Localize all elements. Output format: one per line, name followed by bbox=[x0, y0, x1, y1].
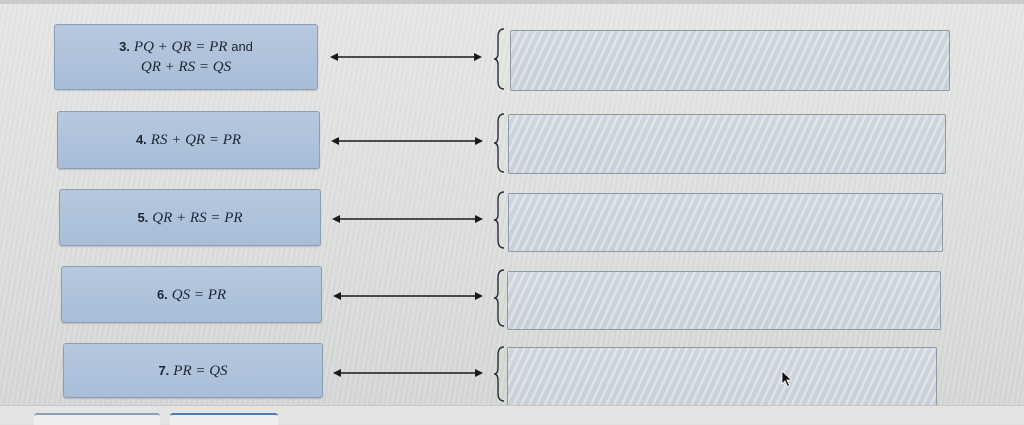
statement-7-equation: PR = QS bbox=[173, 362, 228, 379]
statement-4-number: 4. bbox=[135, 132, 147, 147]
statement-5-line: 5.QR + RS = PR bbox=[137, 208, 242, 228]
statement-card-4[interactable]: 4.RS + QR = PR bbox=[57, 111, 320, 169]
bottom-tab-left[interactable] bbox=[34, 413, 160, 425]
double-arrow-icon bbox=[332, 215, 483, 223]
statement-card-6[interactable]: 6.QS = PR bbox=[61, 266, 322, 323]
statement-7-line: 7.PR = QS bbox=[158, 361, 227, 381]
double-arrow-icon bbox=[331, 137, 483, 145]
statement-6-number: 6. bbox=[156, 286, 168, 302]
statement-card-5[interactable]: 5.QR + RS = PR bbox=[59, 189, 321, 246]
connector-arrow-6 bbox=[333, 289, 483, 303]
curly-bracket-icon bbox=[493, 191, 505, 249]
double-arrow-icon bbox=[330, 53, 482, 61]
statement-4-equation: RS + QR = PR bbox=[150, 132, 242, 148]
statement-3-equation-1: PQ + QR = PR bbox=[133, 39, 228, 55]
reason-drop-zone-6[interactable] bbox=[507, 271, 941, 330]
reason-drop-zone-5[interactable] bbox=[508, 193, 943, 252]
reason-drop-zone-7[interactable] bbox=[507, 347, 937, 407]
statement-3-line-1: 3.PQ + QR = PR and bbox=[119, 37, 253, 57]
statement-5-number: 5. bbox=[137, 209, 149, 225]
connector-arrow-3 bbox=[330, 50, 482, 64]
connector-arrow-7 bbox=[333, 366, 483, 380]
double-arrow-icon bbox=[333, 292, 483, 300]
curly-bracket-icon bbox=[493, 113, 505, 173]
bottom-tab-right[interactable] bbox=[170, 413, 278, 425]
statement-3-number: 3. bbox=[119, 39, 130, 54]
statement-5-equation: QR + RS = PR bbox=[152, 209, 243, 226]
statement-4-line: 4.RS + QR = PR bbox=[136, 130, 241, 150]
statement-6-line: 6.QS = PR bbox=[157, 285, 226, 305]
curly-bracket-icon bbox=[493, 346, 505, 402]
statement-3-equation-2: QR + RS = QS bbox=[140, 59, 232, 75]
curly-bracket-icon bbox=[493, 28, 505, 90]
connector-arrow-4 bbox=[331, 134, 483, 148]
connector-arrow-5 bbox=[332, 212, 483, 226]
statement-7-number: 7. bbox=[158, 362, 170, 378]
mouse-pointer-icon bbox=[781, 370, 793, 388]
statement-card-7[interactable]: 7.PR = QS bbox=[63, 343, 323, 398]
double-arrow-icon bbox=[333, 369, 483, 377]
curly-bracket-icon bbox=[493, 269, 505, 327]
statement-3-and: and bbox=[231, 39, 253, 54]
statement-6-equation: QS = PR bbox=[171, 286, 227, 303]
reason-drop-zone-3[interactable] bbox=[510, 30, 950, 91]
statement-card-3[interactable]: 3.PQ + QR = PR and QR + RS = QS bbox=[54, 24, 318, 90]
top-divider bbox=[0, 0, 1024, 4]
reason-drop-zone-4[interactable] bbox=[508, 114, 946, 174]
